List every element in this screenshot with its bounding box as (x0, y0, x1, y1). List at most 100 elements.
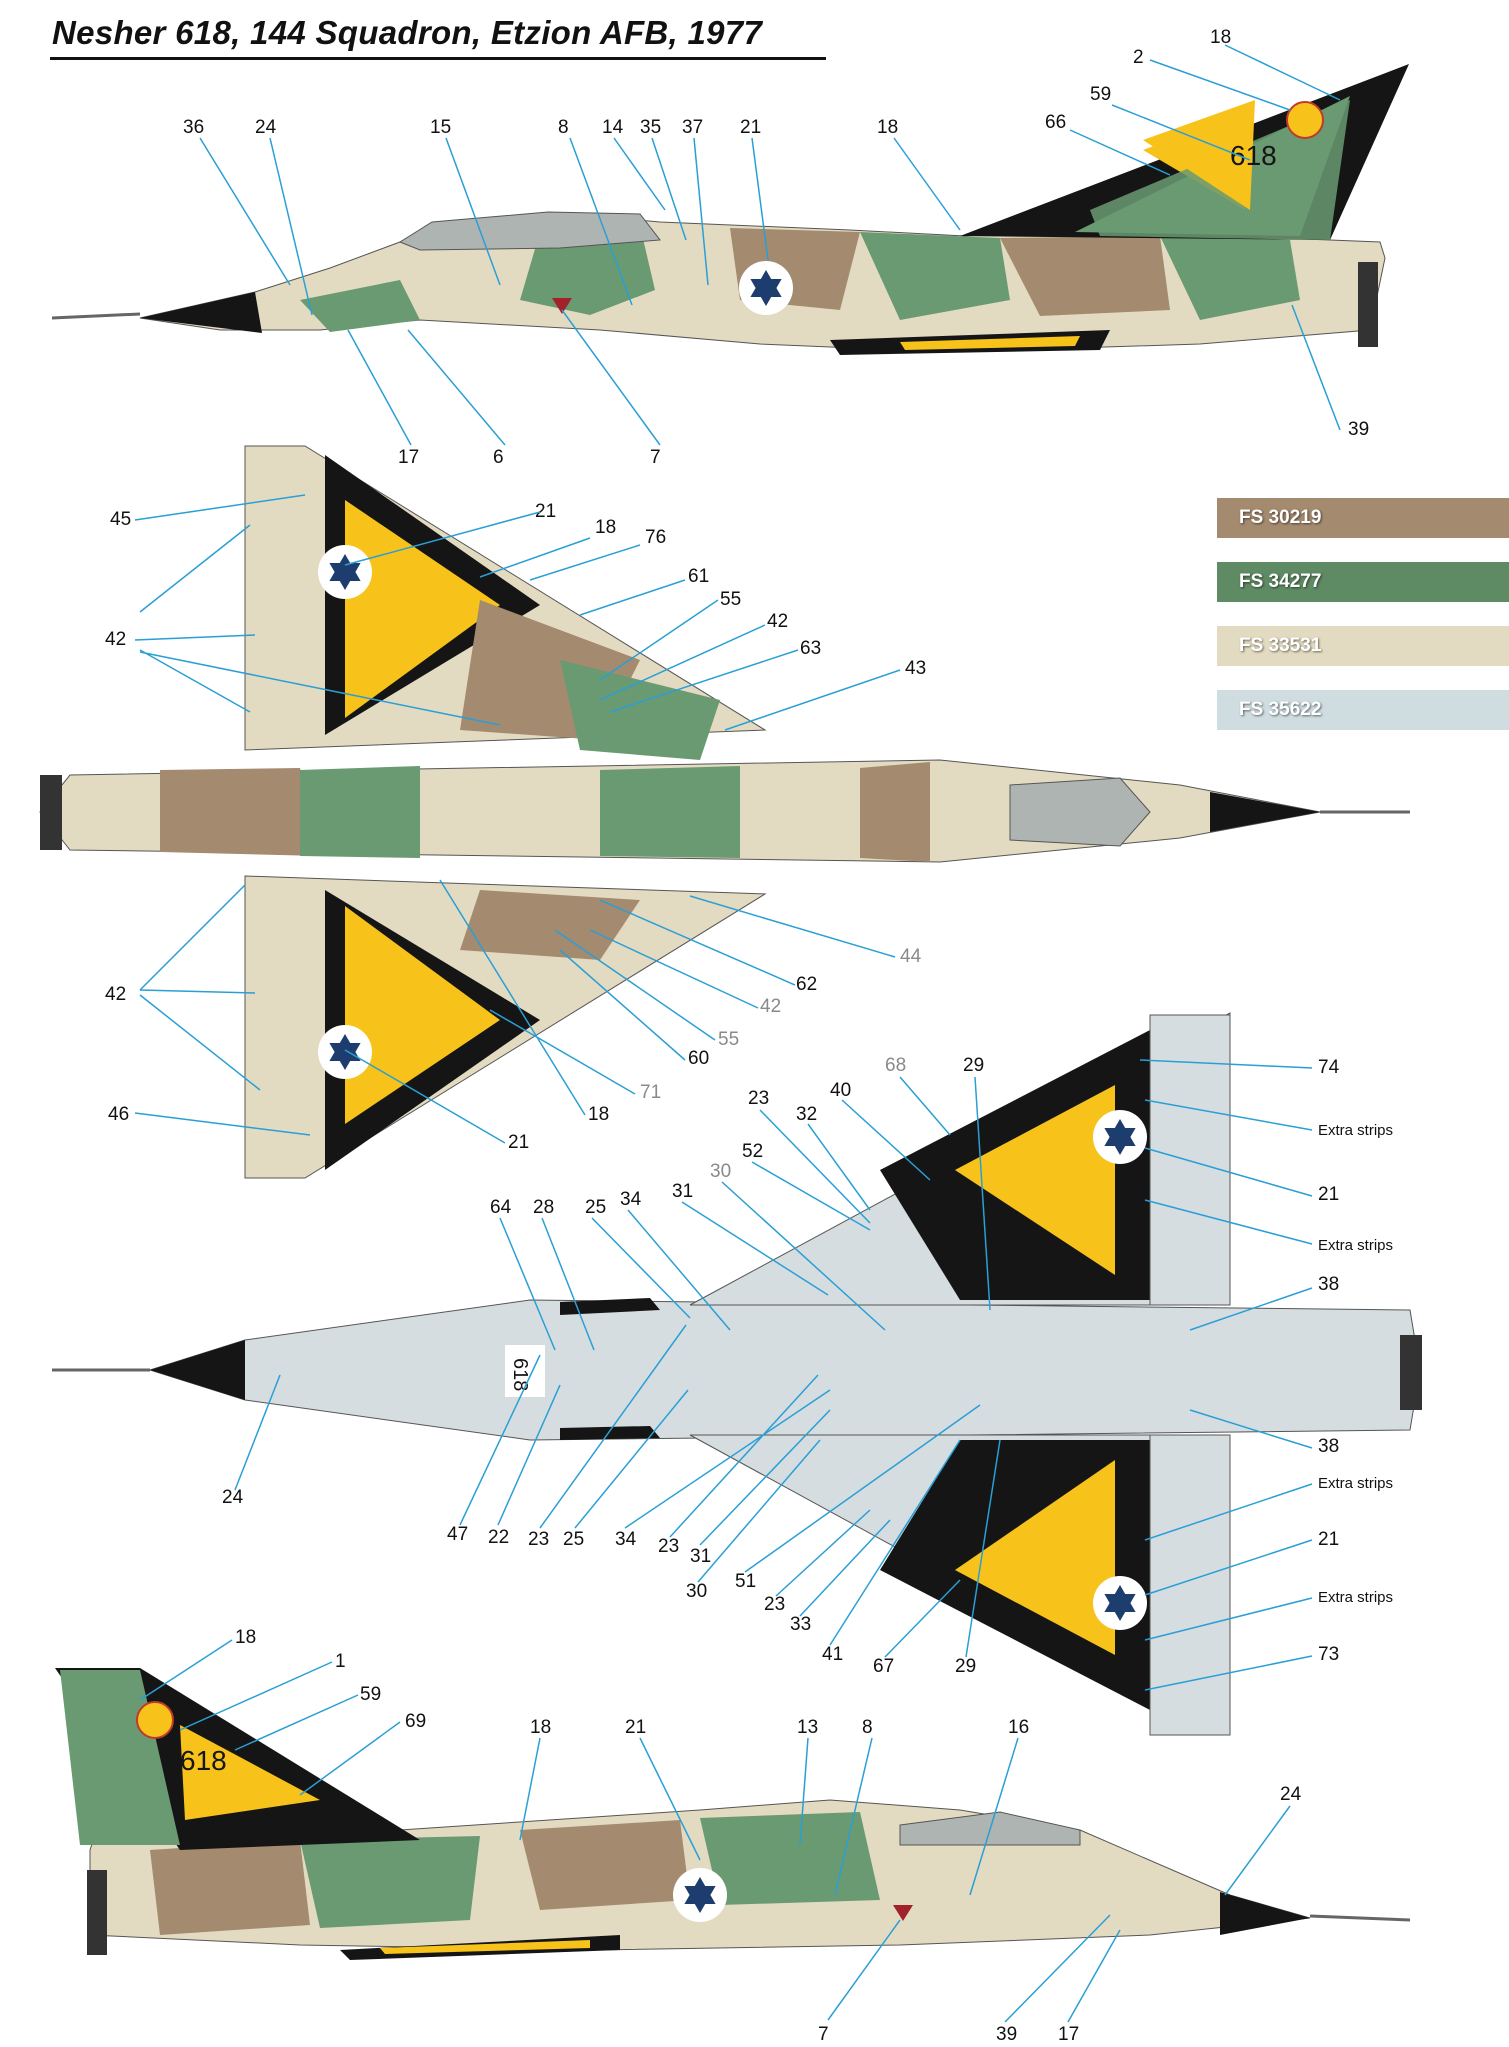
callout-label: 42 (760, 996, 781, 1017)
callout-label: 39 (1348, 419, 1369, 440)
callout-label: 36 (183, 117, 204, 138)
callout-label: Extra strips (1318, 1237, 1393, 1254)
callout-label: 29 (963, 1055, 984, 1076)
callout-label: 28 (533, 1197, 554, 1218)
callout-label: 46 (108, 1104, 129, 1125)
callout-label: 14 (602, 117, 624, 138)
callout-label: 17 (1058, 2024, 1079, 2045)
callout-label: 21 (1318, 1184, 1339, 1205)
swatch-fs-30219: FS 30219 (1217, 498, 1509, 538)
callout-label: 18 (235, 1627, 256, 1648)
callout-label: 18 (530, 1717, 551, 1738)
callout-label: 47 (447, 1524, 468, 1545)
swatch-fs-34277: FS 34277 (1217, 562, 1509, 602)
callout-label: 76 (645, 527, 666, 548)
callout-label: Extra strips (1318, 1475, 1393, 1492)
bottom-view: 618 (52, 1012, 1422, 1736)
callout-label: 1 (335, 1651, 346, 1672)
callouts: 18 2 59 66 36 24 15 8 14 35 37 21 18 39 … (105, 27, 1393, 2045)
callout-label: 22 (488, 1527, 509, 1548)
callout-label: 21 (1318, 1529, 1339, 1550)
callout-label: 23 (528, 1529, 549, 1550)
callout-label: 44 (900, 946, 922, 967)
callout-label: 74 (1318, 1057, 1340, 1078)
callout-label: 7 (818, 2024, 829, 2045)
callout-label: 42 (105, 629, 126, 650)
callout-label: 52 (742, 1141, 763, 1162)
callout-label: 42 (105, 984, 126, 1005)
swatch-label: FS 30219 (1239, 507, 1322, 528)
callout-label: 42 (767, 611, 788, 632)
callout-label: 7 (650, 447, 661, 468)
callout-label: 45 (110, 509, 131, 530)
callout-label: 34 (615, 1529, 637, 1550)
callout-label: 61 (688, 566, 709, 587)
swatch-label: FS 35622 (1239, 699, 1322, 720)
callout-label: 37 (682, 117, 703, 138)
callout-label: 18 (588, 1104, 609, 1125)
callout-label: 39 (996, 2024, 1017, 2045)
callout-label: 67 (873, 1656, 894, 1677)
callout-label: 23 (748, 1088, 769, 1109)
callout-label: 25 (563, 1529, 584, 1550)
callout-label: 38 (1318, 1436, 1339, 1457)
callout-label: 64 (490, 1197, 512, 1218)
callout-label: 6 (493, 447, 504, 468)
callout-label: 34 (620, 1189, 642, 1210)
callout-label: 60 (688, 1048, 709, 1069)
sheet-title: Nesher 618, 144 Squadron, Etzion AFB, 19… (52, 14, 763, 51)
callout-label: 30 (710, 1161, 731, 1182)
callout-label: 8 (862, 1717, 873, 1738)
right-profile-view: 618 (55, 1668, 1411, 1960)
callout-label: 31 (690, 1546, 711, 1567)
callout-label: 71 (640, 1082, 661, 1103)
callout-label: 30 (686, 1581, 707, 1602)
callout-label: 69 (405, 1711, 426, 1732)
swatch-label: FS 34277 (1239, 571, 1322, 592)
callout-label: 21 (508, 1132, 529, 1153)
callout-label: 68 (885, 1055, 906, 1076)
callout-label: 2 (1133, 47, 1144, 68)
title-underline (50, 57, 826, 60)
callout-label: 32 (796, 1104, 817, 1125)
callout-label: 73 (1318, 1644, 1339, 1665)
swatch-label: FS 33531 (1239, 635, 1322, 656)
callout-label: 51 (735, 1571, 756, 1592)
callout-label: 31 (672, 1181, 693, 1202)
callout-label: 18 (877, 117, 898, 138)
callout-label: Extra strips (1318, 1589, 1393, 1606)
callout-label: 33 (790, 1614, 811, 1635)
callout-label: 23 (658, 1536, 679, 1557)
svg-text:618: 618 (180, 1745, 227, 1776)
callout-label: 18 (595, 517, 616, 538)
callout-label: 25 (585, 1197, 606, 1218)
swatch-fs-33531: FS 33531 (1217, 626, 1509, 666)
callout-label: 38 (1318, 1274, 1339, 1295)
callout-label: 63 (800, 638, 821, 659)
callout-label: 59 (360, 1684, 381, 1705)
callout-label: 62 (796, 974, 817, 995)
left-profile-view: 618 (51, 64, 1409, 355)
callout-label: 66 (1045, 112, 1066, 133)
callout-label: 55 (720, 589, 741, 610)
callout-label: 35 (640, 117, 661, 138)
callout-label: 16 (1008, 1717, 1029, 1738)
swatch-fs-35622: FS 35622 (1217, 690, 1509, 730)
callout-label: 18 (1210, 27, 1231, 48)
callout-label: 59 (1090, 84, 1111, 105)
callout-label: 29 (955, 1656, 976, 1677)
callout-label: 15 (430, 117, 451, 138)
callout-label: 40 (830, 1080, 851, 1101)
callout-label: 24 (222, 1487, 244, 1508)
svg-text:618: 618 (509, 1358, 531, 1391)
callout-label: 23 (764, 1594, 785, 1615)
callout-label: 21 (535, 501, 556, 522)
callout-label: Extra strips (1318, 1122, 1393, 1139)
callout-label: 43 (905, 658, 926, 679)
callout-label: 24 (1280, 1784, 1302, 1805)
callout-label: 41 (822, 1644, 843, 1665)
callout-label: 21 (740, 117, 761, 138)
callout-label: 55 (718, 1029, 739, 1050)
callout-label: 13 (797, 1717, 818, 1738)
